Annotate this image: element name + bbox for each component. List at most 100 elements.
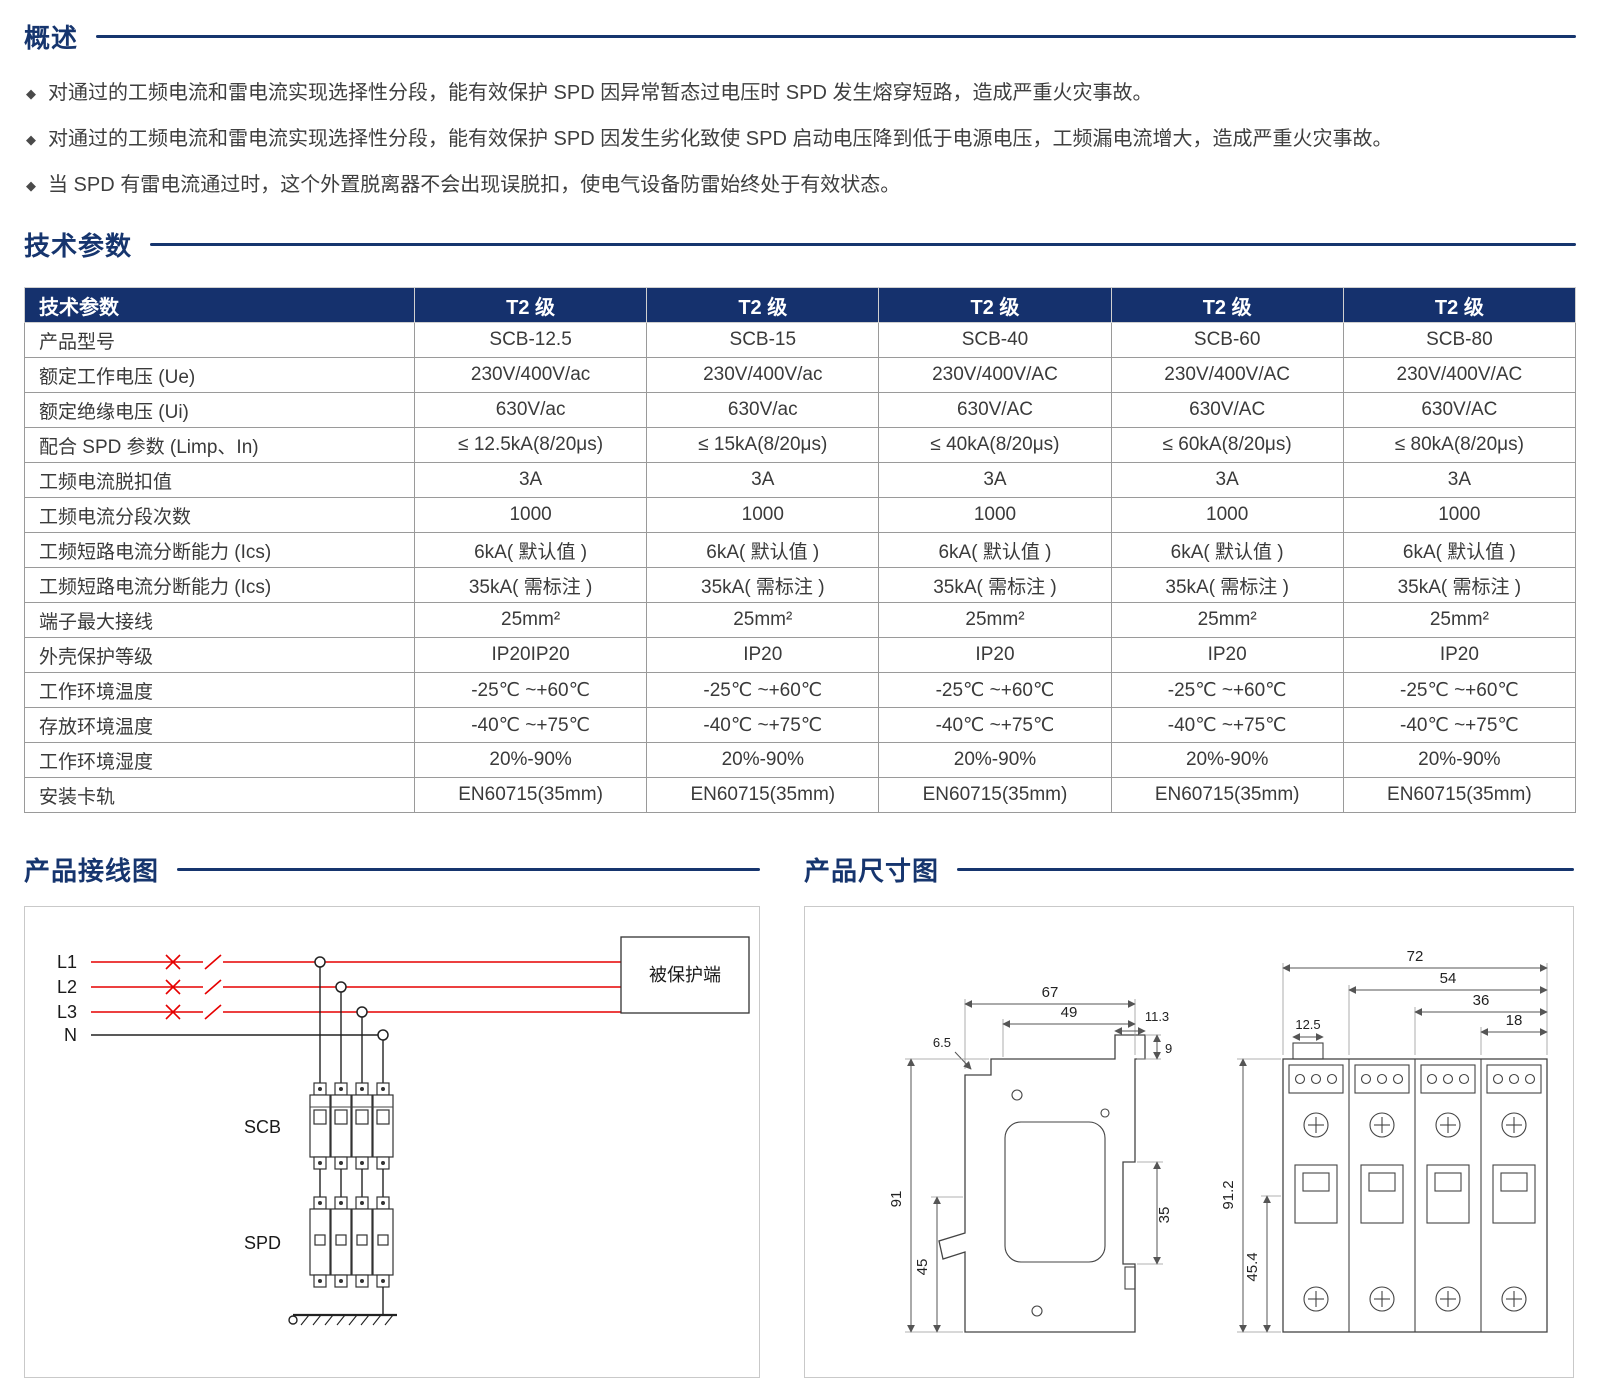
dim-side-rail: 35 <box>1156 1207 1173 1224</box>
overview-title: 概述 <box>24 23 79 53</box>
front-modules <box>1288 1064 1542 1312</box>
dim-side-step: 6.5 <box>933 1035 951 1050</box>
param-name-cell: 安装卡轨 <box>24 777 415 813</box>
param-value-cell: 25mm² <box>413 602 648 638</box>
param-name-cell: 工频电流脱扣值 <box>24 462 415 498</box>
param-value-cell: EN60715(35mm) <box>878 777 1112 813</box>
param-value-cell: 3A <box>413 462 648 498</box>
phase-wire-l3 <box>91 1004 621 1020</box>
param-value-cell: 25mm² <box>646 602 880 638</box>
param-value-cell: 1000 <box>878 497 1112 533</box>
table-row: 存放环境温度-40℃ ~+75℃-40℃ ~+75℃-40℃ ~+75℃-40℃… <box>24 707 1577 743</box>
table-row: 配合 SPD 参数 (Limp、In)≤ 12.5kA(8/20μs)≤ 15k… <box>24 427 1577 463</box>
column-header-cell: T2 级 <box>646 287 880 323</box>
param-value-cell: 35kA( 需标注 ) <box>646 567 880 603</box>
param-value-cell: -40℃ ~+75℃ <box>1110 707 1344 743</box>
param-value-cell: SCB-15 <box>646 322 880 358</box>
dim-side-inner-width: 49 <box>1061 1004 1078 1021</box>
param-value-cell: 35kA( 需标注 ) <box>413 567 648 603</box>
param-header-cell: 技术参数 <box>24 287 415 323</box>
param-value-cell: 35kA( 需标注 ) <box>1342 567 1577 603</box>
junction-nodes <box>314 956 389 1041</box>
diamond-bullet-icon: ◆ <box>26 86 36 101</box>
param-value-cell: 3A <box>878 462 1112 498</box>
param-name-cell: 端子最大接线 <box>24 602 415 638</box>
scb-poles <box>309 1094 394 1158</box>
table-row: 工频短路电流分断能力 (Ics)6kA( 默认值 )6kA( 默认值 )6kA(… <box>24 532 1577 568</box>
column-header-cell: T2 级 <box>878 287 1112 323</box>
list-item: ◆ 对通过的工频电流和雷电流实现选择性分段，能有效保护 SPD 因异常暂态过电压… <box>26 79 1576 108</box>
list-item: ◆ 对通过的工频电流和雷电流实现选择性分段，能有效保护 SPD 因发生劣化致使 … <box>26 125 1576 154</box>
param-value-cell: 20%-90% <box>646 742 880 778</box>
dim-front-2p-width: 36 <box>1473 992 1490 1009</box>
dim-side-total-width: 67 <box>1042 984 1059 1001</box>
wiring-diagram-svg: L1 L2 L3 N <box>57 936 750 1326</box>
dim-side-tab-width: 11.3 <box>1145 1009 1169 1024</box>
dimension-diagram-box: 67 49 11.3 6.5 <box>804 906 1574 1378</box>
param-value-cell: 630V/ac <box>413 392 648 428</box>
overview-section-header: 概述 <box>24 18 1576 55</box>
scb-bottom-terminals <box>313 1156 390 1170</box>
param-value-cell: 35kA( 需标注 ) <box>1110 567 1344 603</box>
param-value-cell: ≤ 15kA(8/20μs) <box>646 427 880 463</box>
section-divider <box>150 243 1576 246</box>
phase-label-l3: L3 <box>57 1002 77 1022</box>
dim-side-lower-height: 45 <box>914 1259 931 1276</box>
param-name-cell: 产品型号 <box>24 322 415 358</box>
section-divider <box>177 868 760 871</box>
param-value-cell: IP20IP20 <box>413 637 648 673</box>
phase-wire-l2 <box>91 979 621 995</box>
param-value-cell: -40℃ ~+75℃ <box>646 707 880 743</box>
param-value-cell: 3A <box>1110 462 1344 498</box>
column-header-cell: T2 级 <box>1110 287 1344 323</box>
param-value-cell: 6kA( 默认值 ) <box>1110 532 1344 568</box>
phase-label-l1: L1 <box>57 952 77 972</box>
param-name-cell: 工作环境温度 <box>24 672 415 708</box>
param-value-cell: 1000 <box>413 497 648 533</box>
param-value-cell: SCB-60 <box>1110 322 1344 358</box>
param-value-cell: 230V/400V/ac <box>413 357 648 393</box>
section-divider <box>957 868 1574 871</box>
tech-section-header: 技术参数 <box>24 226 1576 263</box>
param-value-cell: 630V/AC <box>878 392 1112 428</box>
dimension-diagram-svg: 67 49 11.3 6.5 <box>888 948 1548 1333</box>
dim-side-total-height: 91 <box>888 1191 905 1208</box>
table-row: 工作环境温度-25℃ ~+60℃-25℃ ~+60℃-25℃ ~+60℃-25℃… <box>24 672 1577 708</box>
param-name-cell: 额定绝缘电压 (Ui) <box>24 392 415 428</box>
param-name-cell: 外壳保护等级 <box>24 637 415 673</box>
param-value-cell: 20%-90% <box>878 742 1112 778</box>
diamond-bullet-icon: ◆ <box>26 132 36 147</box>
dim-front-1p-width: 18 <box>1506 1012 1523 1029</box>
tech-title: 技术参数 <box>24 231 133 261</box>
dimensions-title: 产品尺寸图 <box>804 856 940 886</box>
param-name-cell: 工频短路电流分断能力 (Ics) <box>24 567 415 603</box>
tap-wires <box>319 967 384 1083</box>
scb-label: SCB <box>244 1117 281 1137</box>
param-value-cell: IP20 <box>878 637 1112 673</box>
spd-label: SPD <box>244 1233 281 1253</box>
param-value-cell: 3A <box>646 462 880 498</box>
param-value-cell: 630V/ac <box>646 392 880 428</box>
scb-spd-connectors <box>319 1169 384 1197</box>
param-value-cell: -25℃ ~+60℃ <box>413 672 648 708</box>
breaker-cross-icon <box>165 979 181 995</box>
param-value-cell: ≤ 60kA(8/20μs) <box>1110 427 1344 463</box>
param-value-cell: 230V/400V/ac <box>646 357 880 393</box>
spd-bottom-terminals <box>313 1274 390 1288</box>
protected-end-label: 被保护端 <box>649 965 721 985</box>
param-name-cell: 配合 SPD 参数 (Limp、In) <box>24 427 415 463</box>
param-value-cell: 630V/AC <box>1110 392 1344 428</box>
param-name-cell: 额定工作电压 (Ue) <box>24 357 415 393</box>
param-value-cell: IP20 <box>1110 637 1344 673</box>
diamond-bullet-icon: ◆ <box>26 178 36 193</box>
param-value-cell: 20%-90% <box>413 742 648 778</box>
